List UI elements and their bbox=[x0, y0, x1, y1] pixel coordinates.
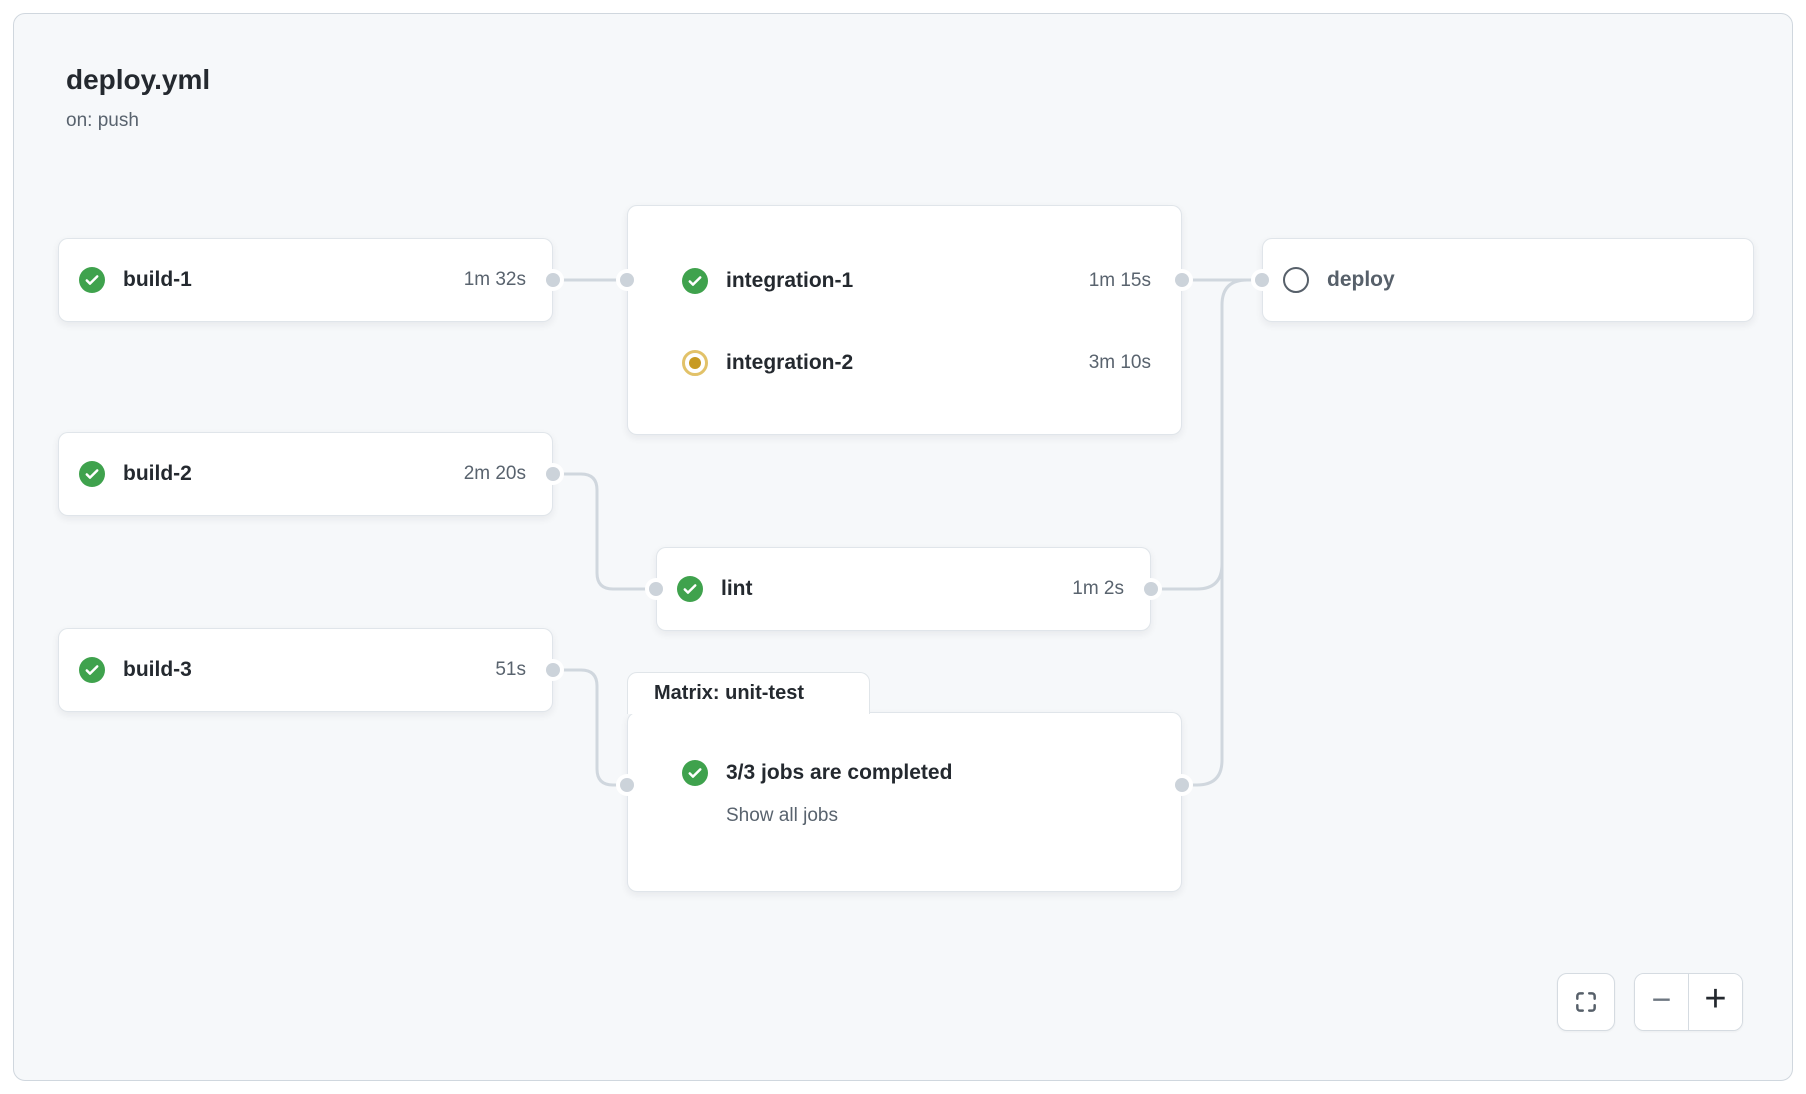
job-row: build-1 1m 32s bbox=[59, 239, 552, 321]
job-duration: 3m 10s bbox=[1088, 352, 1151, 373]
job-duration: 1m 2s bbox=[1072, 578, 1124, 599]
check-circle-icon bbox=[682, 268, 708, 294]
matrix-group-card: 3/3 jobs are completed Show all jobs bbox=[627, 712, 1182, 892]
job-name: lint bbox=[721, 577, 753, 600]
check-circle-icon bbox=[677, 576, 703, 602]
job-card-build-3[interactable]: build-3 51s bbox=[58, 628, 553, 712]
job-card-deploy[interactable]: deploy bbox=[1262, 238, 1754, 322]
job-card-lint[interactable]: lint 1m 2s bbox=[656, 547, 1151, 631]
job-name: deploy bbox=[1327, 268, 1395, 291]
check-circle-icon bbox=[79, 657, 105, 683]
zoom-in-button[interactable]: + bbox=[1688, 974, 1742, 1030]
job-row-integration-1[interactable]: integration-1 1m 15s bbox=[628, 240, 1181, 322]
job-name: build-2 bbox=[123, 462, 192, 485]
check-circle-icon bbox=[79, 461, 105, 487]
pending-circle-icon bbox=[1283, 267, 1309, 293]
job-row-integration-2[interactable]: integration-2 3m 10s bbox=[628, 322, 1181, 404]
fullscreen-icon bbox=[1576, 992, 1596, 1012]
job-card-build-1[interactable]: build-1 1m 32s bbox=[58, 238, 553, 322]
show-all-jobs-link[interactable]: Show all jobs bbox=[726, 805, 838, 826]
in-progress-icon bbox=[682, 350, 708, 376]
job-group-integration: integration-1 1m 15s integration-2 3m 10… bbox=[627, 205, 1182, 435]
matrix-group-label: Matrix: unit-test bbox=[654, 682, 804, 704]
minus-icon: − bbox=[1651, 981, 1672, 1019]
zoom-control: − + bbox=[1634, 973, 1743, 1031]
job-row: build-3 51s bbox=[59, 629, 552, 711]
job-name: build-1 bbox=[123, 268, 192, 291]
job-name: integration-2 bbox=[726, 351, 854, 374]
matrix-group-tab: Matrix: unit-test bbox=[627, 672, 870, 714]
check-circle-icon bbox=[79, 267, 105, 293]
job-duration: 2m 20s bbox=[463, 463, 526, 484]
job-name: build-3 bbox=[123, 658, 192, 681]
job-row: build-2 2m 20s bbox=[59, 433, 552, 515]
job-duration: 1m 32s bbox=[463, 269, 526, 290]
check-circle-icon bbox=[682, 760, 708, 786]
zoom-out-button[interactable]: − bbox=[1635, 974, 1688, 1030]
plus-icon: + bbox=[1704, 978, 1727, 1020]
job-row: lint 1m 2s bbox=[657, 548, 1150, 630]
job-row: deploy bbox=[1263, 239, 1753, 321]
workflow-title: deploy.yml bbox=[66, 64, 211, 95]
job-card-build-2[interactable]: build-2 2m 20s bbox=[58, 432, 553, 516]
job-duration: 1m 15s bbox=[1088, 270, 1151, 291]
job-duration: 51s bbox=[495, 659, 526, 680]
job-name: integration-1 bbox=[726, 269, 854, 292]
workflow-trigger: on: push bbox=[66, 110, 139, 131]
fullscreen-button[interactable] bbox=[1557, 973, 1615, 1031]
matrix-summary-text: 3/3 jobs are completed bbox=[726, 761, 953, 784]
matrix-summary-row: 3/3 jobs are completed bbox=[628, 713, 1181, 786]
